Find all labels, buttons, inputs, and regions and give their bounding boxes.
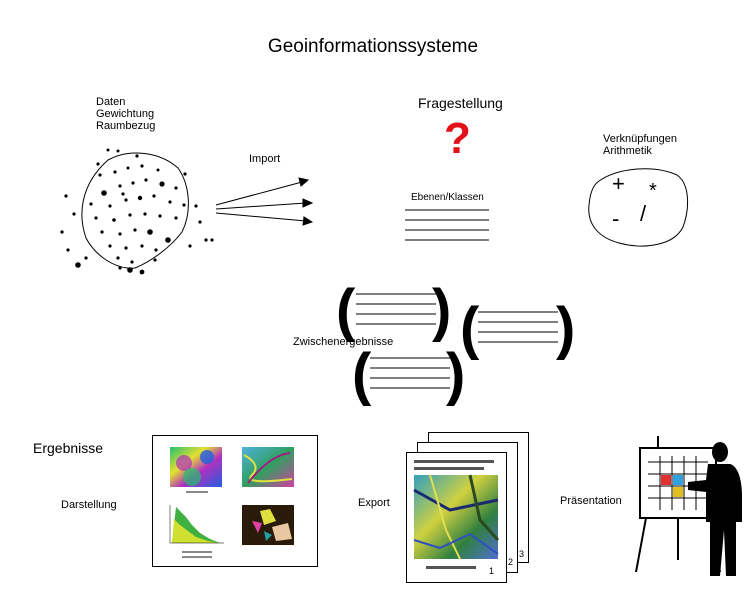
export-page-number-2: 2 [508,557,514,567]
input-line-data: Daten [96,96,126,108]
layers-label: Ebenen/Klassen [411,192,484,203]
export-page-number-3: 3 [519,549,525,559]
export-page-stack [406,432,529,583]
operations-line-links: Verknüpfungen [603,133,678,145]
map-thumbnail-4 [242,505,294,545]
result-group-3-close-paren: ) [446,342,466,407]
display-label: Darstellung [61,499,117,511]
export-label: Export [358,497,390,509]
input-line-weighting: Gewichtung [96,108,155,120]
map-thumbnail-1 [170,447,222,487]
result-group-1-lines [356,293,436,325]
intermediate-results-label: Zwischenergebnisse [293,336,394,348]
result-group-3-lines [370,357,450,389]
display-sheet [152,435,318,567]
layer-lines [405,209,489,241]
map-thumbnail-2 [242,447,294,487]
page-title: Geoinformationssysteme [267,36,479,57]
operations-line-arithmetic: Arithmetik [603,145,652,157]
presentation-label: Präsentation [560,495,622,507]
question-label: Fragestellung [418,95,503,111]
result-group-1-close-paren: ) [432,278,452,343]
input-line-spatial-reference: Raumbezug [96,120,156,132]
results-heading: Ergebnisse [33,440,104,456]
operations-description: Verknüpfungen Arithmetik [603,133,677,157]
presenter-easel-icon [635,436,742,576]
result-group-2-open-paren: ( [460,296,480,361]
import-label: Import [249,153,281,165]
question-mark-icon: ? [444,114,471,163]
result-group-2-lines [478,311,558,343]
easel [635,436,721,573]
presenter-silhouette [688,442,742,576]
operations-blob [588,168,688,247]
export-page-number-1: 1 [489,566,495,576]
histogram-thumbnail [169,505,224,545]
divide-operator: / [640,201,647,226]
multiply-operator: * [649,180,657,202]
result-group-1-open-paren: ( [336,278,356,343]
plus-operator: + [612,171,625,196]
result-group-2-close-paren: ) [556,296,576,361]
data-points [60,148,214,275]
result-group-3-open-paren: ( [352,342,372,407]
import-arrows [215,177,314,226]
input-description: Daten Gewichtung Raumbezug [96,96,155,132]
export-map [413,474,500,560]
minus-operator: - [612,206,620,231]
data-boundary-outline [81,152,189,269]
